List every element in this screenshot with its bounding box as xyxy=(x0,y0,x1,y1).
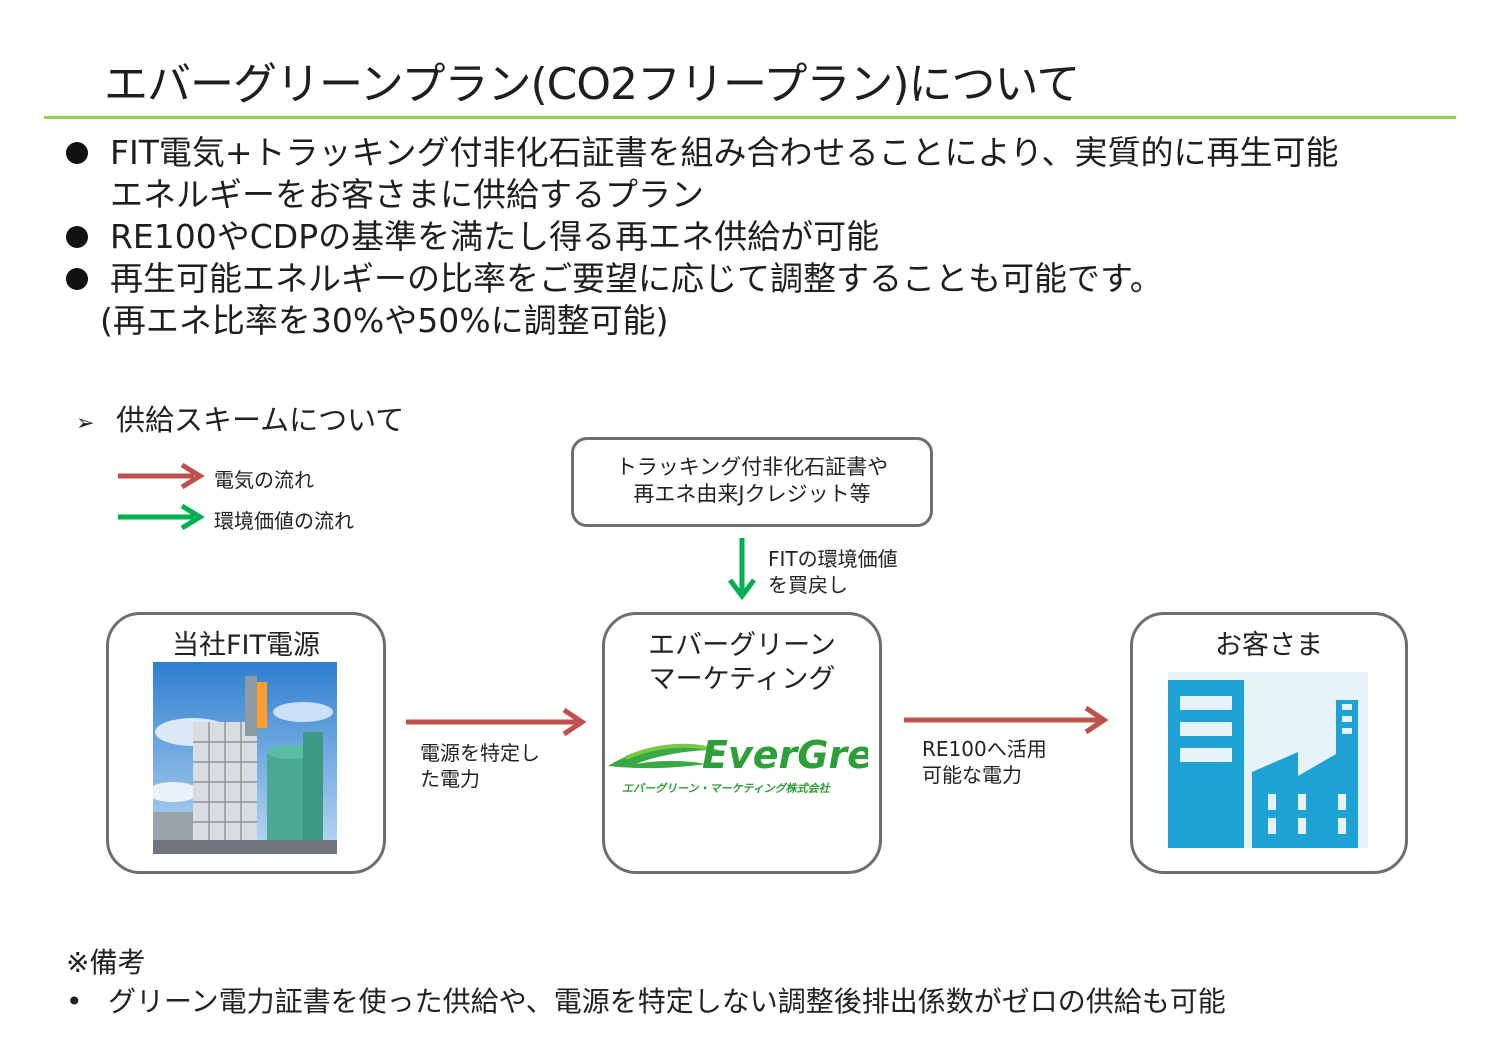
bullet-dot-icon xyxy=(66,268,88,290)
bullet-item-3: 再生可能エネルギーの比率をご要望に応じて調整することも可能です。 xyxy=(66,258,1466,300)
buyback-line-2: を買戻し xyxy=(768,573,848,597)
certificate-box: トラッキング付非化石証書や 再エネ由来Jクレジット等 xyxy=(571,437,933,527)
notes-item: • グリーン電力証書を使った供給や、電源を特定しない調整後排出係数がゼロの供給も可… xyxy=(66,980,1226,1020)
bullet-dot-icon xyxy=(66,142,88,164)
red-arrow-2-icon xyxy=(904,705,1108,735)
bullet-1-line-2: エネルギーをお客さまに供給するプラン xyxy=(110,175,704,214)
bullet-item-1: FIT電気+トラッキング付非化石証書を組み合わせることにより、実質的に再生可能 xyxy=(66,132,1466,174)
certificate-line-2: 再エネ由来Jクレジット等 xyxy=(633,482,871,506)
bullet-list: FIT電気+トラッキング付非化石証書を組み合わせることにより、実質的に再生可能 … xyxy=(66,132,1466,342)
notes-bullet-icon: • xyxy=(66,985,83,1018)
arrow-1-line-1: 電源を特定し xyxy=(420,741,540,765)
green-down-arrow-icon xyxy=(728,538,756,600)
notes-heading: ※備考 xyxy=(66,946,146,979)
page-title: エバーグリーンプラン(CO2フリープラン)について xyxy=(104,59,1080,110)
power-plant-photo-icon xyxy=(153,662,337,854)
arrow-1-label: 電源を特定し た電力 xyxy=(420,740,540,792)
arrowhead-marker-icon: ➢ xyxy=(76,411,95,436)
marketing-box: エバーグリーン マーケティング xyxy=(602,612,882,874)
red-arrow-1-icon xyxy=(406,707,586,737)
bullet-3-line-2: (再エネ比率を30%や50%に調整可能) xyxy=(100,301,669,340)
legend-electricity: 電気の流れ xyxy=(214,468,314,492)
bullet-2-text: RE100やCDPの基準を満たし得る再エネ供給が可能 xyxy=(110,217,880,256)
legend-environment: 環境価値の流れ xyxy=(214,509,354,533)
marketing-line-2: マーケティング xyxy=(648,664,836,695)
certificate-line-1: トラッキング付非化石証書や xyxy=(615,455,889,479)
scheme-heading: ➢ 供給スキームについて xyxy=(76,397,404,439)
bullet-3-line-1: 再生可能エネルギーの比率をご要望に応じて調整することも可能です。 xyxy=(110,259,1163,298)
red-arrow-icon xyxy=(118,462,205,490)
bullet-1-line-1: FIT電気+トラッキング付非化石証書を組み合わせることにより、実質的に再生可能 xyxy=(110,133,1339,172)
buyback-line-1: FITの環境価値 xyxy=(768,547,898,571)
evergreen-logo-icon: EverGreen エバーグリーン・マーケティング株式会社 xyxy=(608,733,868,795)
scheme-heading-text: 供給スキームについて xyxy=(116,403,405,437)
arrow-2-label: RE100へ活用 可能な電力 xyxy=(922,736,1047,788)
factory-icon xyxy=(1168,672,1368,848)
logo-wordmark: EverGreen xyxy=(702,733,868,777)
notes-item-text: グリーン電力証書を使った供給や、電源を特定しない調整後排出係数がゼロの供給も可能 xyxy=(108,985,1226,1018)
customer-title: お客さま xyxy=(1215,630,1323,661)
arrow-1-line-2: た電力 xyxy=(420,767,480,791)
buyback-label: FITの環境価値 を買戻し xyxy=(768,546,898,598)
bullet-item-2: RE100やCDPの基準を満たし得る再エネ供給が可能 xyxy=(66,216,1466,258)
title-divider xyxy=(44,116,1456,119)
bullet-dot-icon xyxy=(66,226,88,248)
arrow-2-line-2: 可能な電力 xyxy=(922,763,1022,787)
arrow-2-line-1: RE100へ活用 xyxy=(922,737,1047,761)
legend-arrows xyxy=(118,462,205,531)
source-title: 当社FIT電源 xyxy=(172,630,320,661)
logo-company-name: エバーグリーン・マーケティング株式会社 xyxy=(622,782,832,795)
marketing-line-1: エバーグリーン xyxy=(648,630,836,661)
green-arrow-icon xyxy=(118,503,205,531)
